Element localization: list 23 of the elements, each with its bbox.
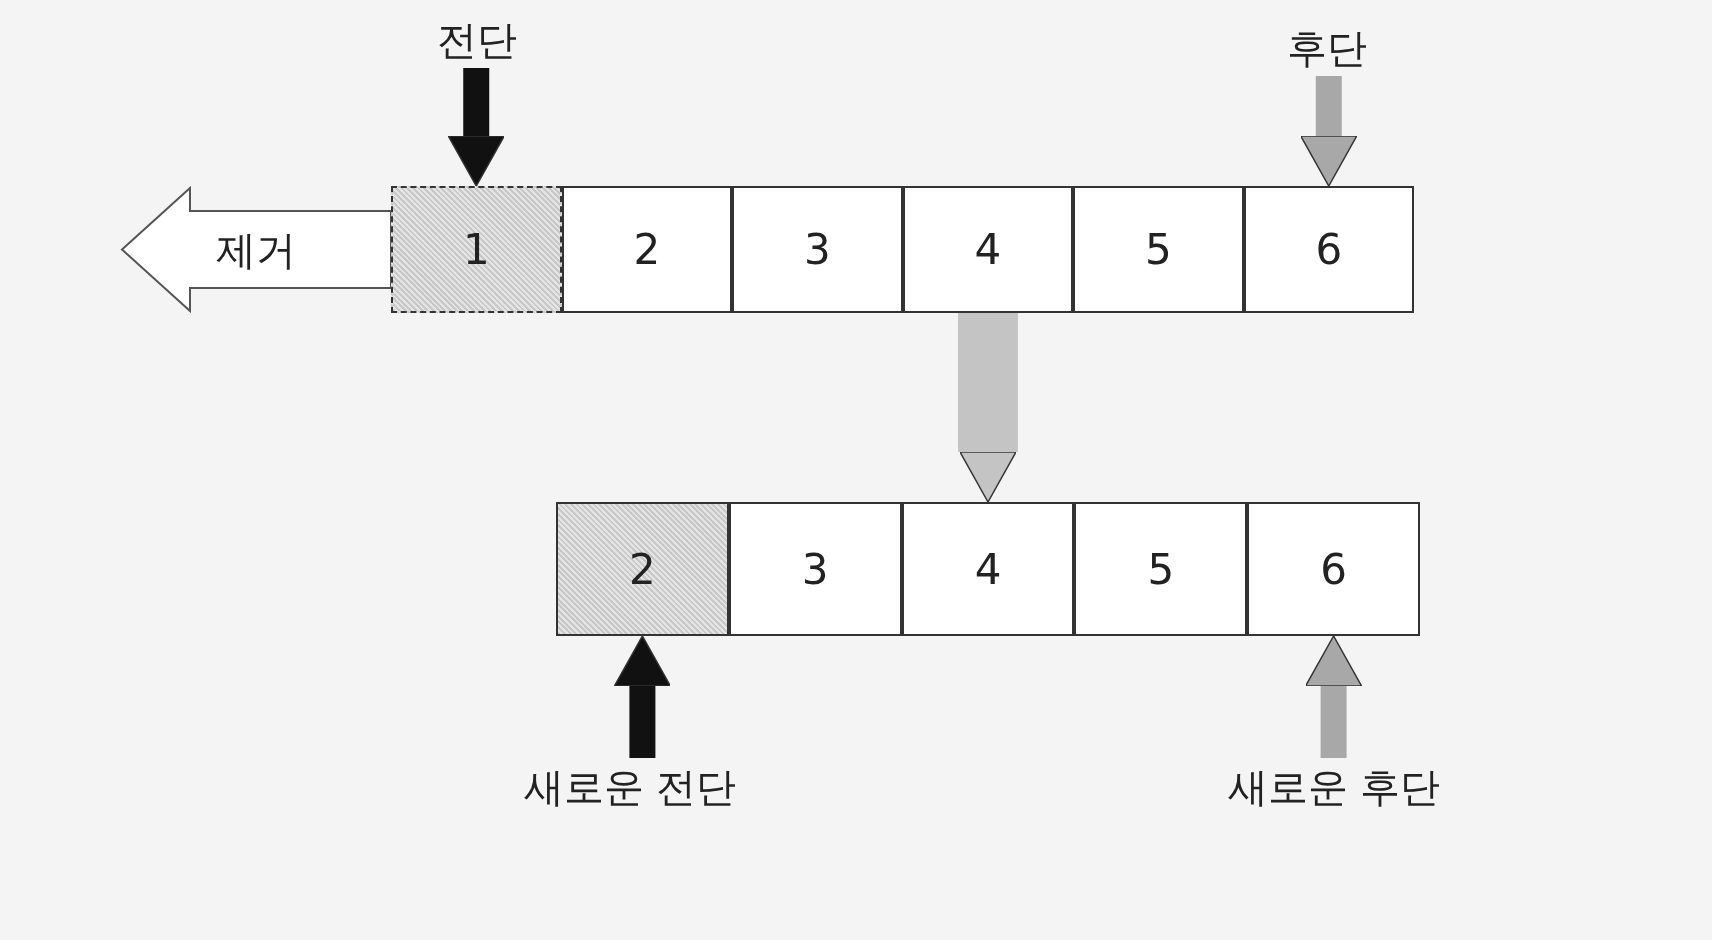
element-value: 5 (1144, 224, 1172, 276)
pointer-label: 후단 (1287, 24, 1367, 73)
remove-label: 제거 (215, 225, 296, 275)
block-arrow (1304, 635, 1363, 758)
element-value: 4 (974, 543, 1002, 596)
block-arrow (613, 635, 672, 758)
pointer-label: 전단 (437, 16, 517, 65)
queue-row (391, 186, 1414, 313)
block-arrow (1300, 76, 1358, 187)
element-value: 5 (1147, 543, 1175, 596)
queue-row (556, 502, 1420, 636)
block-arrow (958, 313, 1018, 503)
element-value: 2 (633, 224, 661, 276)
element-value: 6 (1320, 543, 1347, 596)
element-value: 6 (1315, 224, 1343, 276)
pointer-label: 새로운 전단 (523, 763, 737, 812)
element-value: 4 (974, 224, 1002, 276)
pointer-label: 새로운 후단 (1227, 763, 1441, 812)
element-value: 1 (462, 224, 490, 276)
block-arrow (447, 68, 505, 187)
element-value: 3 (801, 543, 829, 596)
element-value: 3 (803, 224, 831, 276)
element-value: 2 (629, 543, 656, 596)
